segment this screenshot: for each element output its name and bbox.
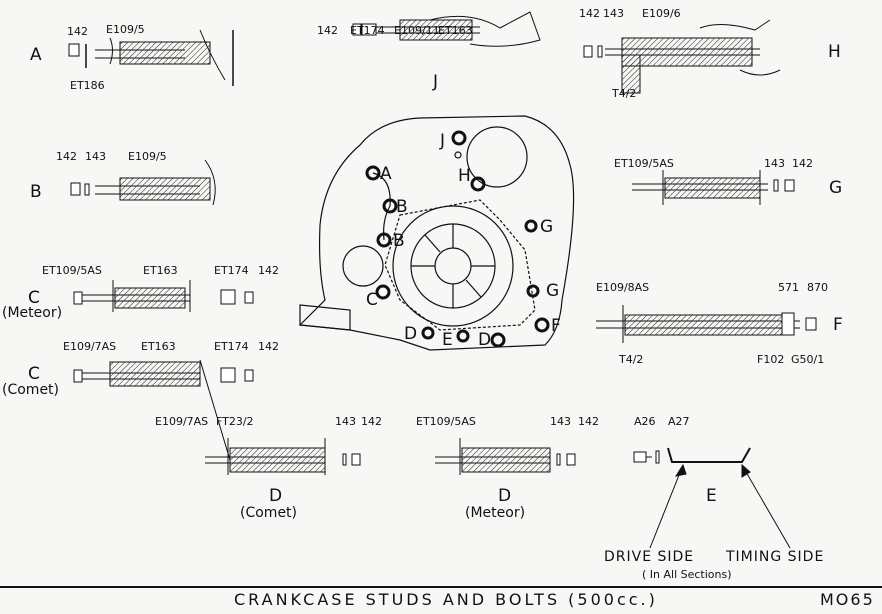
drive-side-label: DRIVE SIDE (604, 549, 695, 565)
section-d-comet-letter: D (269, 486, 283, 506)
case-label-g-lower: G (546, 281, 560, 301)
diagram-code: MO65 (820, 590, 875, 609)
sides-note: ( In All Sections) (642, 568, 732, 581)
section-d-comet-part-142: 142 (361, 415, 382, 428)
section-b-drawing (70, 159, 216, 206)
case-label-d-left: D (404, 324, 418, 344)
case-label-d-right: D (478, 330, 492, 350)
section-b-part-143: 143 (85, 150, 106, 163)
section-a-drawing (68, 29, 234, 86)
section-b-part-142: 142 (56, 150, 77, 163)
section-d-comet-drawing (205, 438, 361, 475)
section-c-meteor-drawing (73, 280, 254, 312)
section-j-part-e109-11: E109/11 (394, 24, 440, 37)
section-a-letter: A (30, 45, 42, 65)
section-c-meteor-letter: C (28, 288, 40, 308)
section-h-drawing (583, 19, 781, 94)
section-h-letter: H (828, 42, 841, 62)
section-g-drawing (632, 170, 795, 205)
section-d-meteor-drawing (435, 438, 576, 475)
section-e-drawing (633, 447, 791, 549)
section-d-meteor-part-142: 142 (578, 415, 599, 428)
crankcase-drawing (298, 115, 575, 351)
section-d-comet-part-ft23-2: FT23/2 (216, 415, 254, 428)
section-j-part-et163: ET163 (438, 24, 473, 37)
section-f-part-870: 870 (807, 281, 828, 294)
section-h-part-142: 142 (579, 7, 600, 20)
section-d-comet-variant: (Comet) (240, 505, 298, 521)
section-c-meteor-part-et174: ET174 (214, 264, 249, 277)
section-f-part-e109-8as: E109/8AS (596, 281, 650, 294)
section-g-part-143: 143 (764, 157, 785, 170)
section-e-part-a27: A27 (668, 415, 690, 428)
section-j-letter: J (433, 72, 439, 92)
case-label-g-upper: G (540, 217, 554, 237)
section-f-part-571: 571 (778, 281, 799, 294)
section-b-letter: B (30, 182, 42, 202)
case-label-a: A (380, 164, 392, 184)
section-c-meteor-part-et163: ET163 (143, 264, 178, 277)
section-g-letter: G (829, 178, 843, 198)
timing-side-label: TIMING SIDE (726, 549, 825, 565)
section-d-comet-part-e109-7as: E109/7AS (155, 415, 209, 428)
section-g-part-142: 142 (792, 157, 813, 170)
section-a-part-142: 142 (67, 25, 88, 38)
section-c-comet-part-et174: ET174 (214, 340, 249, 353)
section-d-meteor-variant: (Meteor) (465, 505, 526, 521)
case-label-h: H (458, 166, 471, 186)
diagram-title: CRANKCASE STUDS AND BOLTS (500cc.) (234, 590, 658, 609)
section-d-meteor-part-143: 143 (550, 415, 571, 428)
section-d-meteor-letter: D (498, 486, 512, 506)
section-c-comet-letter: C (28, 364, 40, 384)
section-a-part-e109-5: E109/5 (106, 23, 145, 36)
section-h-part-t4-2: T4/2 (612, 87, 637, 100)
section-d-comet-part-143: 143 (335, 415, 356, 428)
section-j-part-142: 142 (317, 24, 338, 37)
case-label-c: C (366, 290, 378, 310)
section-f-letter: F (833, 315, 843, 335)
section-e-part-a26: A26 (634, 415, 656, 428)
case-label-b-lower: B (393, 231, 405, 251)
case-label-f: F (551, 316, 561, 336)
section-h-part-e109-6: E109/6 (642, 7, 681, 20)
section-j-drawing (352, 11, 541, 47)
section-h-part-143: 143 (603, 7, 624, 20)
section-a-part-et186: ET186 (70, 79, 105, 92)
footer-bar (0, 586, 882, 614)
section-c-comet-part-142: 142 (258, 340, 279, 353)
section-e-letter: E (706, 486, 717, 506)
section-d-meteor-part-et109-5as: ET109/5AS (416, 415, 476, 428)
section-f-part-f102: F102 (757, 353, 785, 366)
section-c-comet-variant: (Comet) (2, 382, 60, 398)
case-label-j: J (440, 131, 446, 151)
section-c-comet-part-e109-7as: E109/7AS (63, 340, 117, 353)
section-f-part-t4-2: T4/2 (619, 353, 644, 366)
section-c-meteor-variant: (Meteor) (2, 305, 63, 321)
section-c-comet-drawing (73, 359, 254, 461)
section-f-part-g50-1: G50/1 (791, 353, 825, 366)
section-j-part-et174: ET174 (350, 24, 385, 37)
section-c-comet-part-et163: ET163 (141, 340, 176, 353)
case-label-b-upper: B (396, 197, 408, 217)
section-b-part-e109-5: E109/5 (128, 150, 167, 163)
section-c-meteor-part-142: 142 (258, 264, 279, 277)
case-label-e: E (442, 330, 453, 350)
section-f-drawing (596, 305, 817, 343)
section-c-meteor-part-et109-5as: ET109/5AS (42, 264, 102, 277)
section-g-part-et109-5as: ET109/5AS (614, 157, 674, 170)
